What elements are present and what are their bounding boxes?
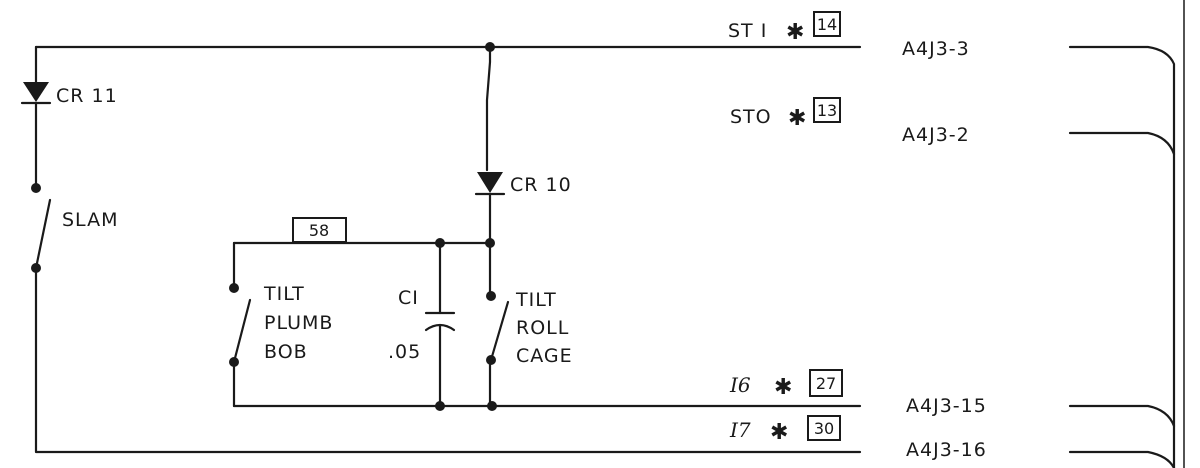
capacitor-c1 xyxy=(424,311,456,332)
i7-tag: 30 xyxy=(814,419,834,438)
c1-name-label: CI xyxy=(398,287,419,309)
i6-tag: 27 xyxy=(816,374,836,393)
junction-c1-top xyxy=(435,238,445,248)
stub-a4j3-15 xyxy=(1068,404,1176,428)
plumb-label-line3: BOB xyxy=(264,341,308,363)
signal-st1: ST I ✱ 14 xyxy=(728,11,841,45)
i6-asterisk: ✱ xyxy=(774,375,792,400)
capacitor-c1-plate-bottom xyxy=(424,323,456,332)
connector-a4j3-15: A4J3-15 xyxy=(906,395,987,417)
switch-tilt-plumb-bob xyxy=(229,283,252,367)
stub-a4j3-16 xyxy=(1068,450,1176,468)
junction-c1-bottom xyxy=(435,401,445,411)
wire-cr10-upper xyxy=(485,45,492,172)
roll-label-line1: TILT xyxy=(515,289,557,311)
node-58-tag: 58 xyxy=(309,221,329,240)
cr11-label: CR 11 xyxy=(56,85,118,107)
switch-plumb-blade xyxy=(232,298,252,364)
connector-a4j3-2: A4J3-2 xyxy=(902,124,970,146)
plumb-label-line1: TILT xyxy=(263,283,305,305)
signal-i7: I7 ✱ 30 xyxy=(729,415,841,445)
st0-asterisk: ✱ xyxy=(788,106,806,131)
diode-cr10-symbol xyxy=(477,172,503,193)
st1-asterisk: ✱ xyxy=(786,20,804,45)
slam-label: SLAM xyxy=(62,209,118,231)
switch-tilt-roll-cage xyxy=(486,291,510,365)
connector-a4j3-16: A4J3-16 xyxy=(906,439,987,461)
st0-tag: 13 xyxy=(817,101,837,120)
junction-cr10-node xyxy=(485,238,495,248)
i6-label: I6 xyxy=(729,373,751,397)
roll-label-line2: ROLL xyxy=(516,317,569,339)
st1-label: ST I xyxy=(728,20,767,42)
diode-cr11-symbol xyxy=(23,82,49,102)
node-58-box xyxy=(292,217,347,243)
i7-label: I7 xyxy=(729,418,751,442)
st1-tag: 14 xyxy=(817,15,837,34)
switch-slam xyxy=(31,183,52,273)
c1-value-label: .05 xyxy=(388,341,421,363)
signal-i6: I6 ✱ 27 xyxy=(729,369,843,400)
switch-roll-blade xyxy=(489,300,510,362)
stub-a4j3-3 xyxy=(1068,45,1176,468)
diode-cr10 xyxy=(474,172,506,196)
signal-st0: STO ✱ 13 xyxy=(730,97,841,131)
cr10-label: CR 10 xyxy=(510,174,572,196)
wires xyxy=(34,0,1185,468)
roll-label-line3: CAGE xyxy=(516,345,573,367)
i7-asterisk: ✱ xyxy=(770,420,788,445)
st0-label: STO xyxy=(730,106,772,128)
junction-roll-bottom xyxy=(487,401,497,411)
switch-slam-blade xyxy=(34,198,52,270)
junction-st1-cr10 xyxy=(485,42,495,52)
connector-a4j3-3: A4J3-3 xyxy=(902,38,970,60)
stub-a4j3-2 xyxy=(1068,131,1176,156)
wire-left-rail-bottom xyxy=(34,266,862,454)
plumb-label-line2: PLUMB xyxy=(264,312,333,334)
junctions xyxy=(435,42,497,411)
diode-cr11 xyxy=(20,82,52,105)
